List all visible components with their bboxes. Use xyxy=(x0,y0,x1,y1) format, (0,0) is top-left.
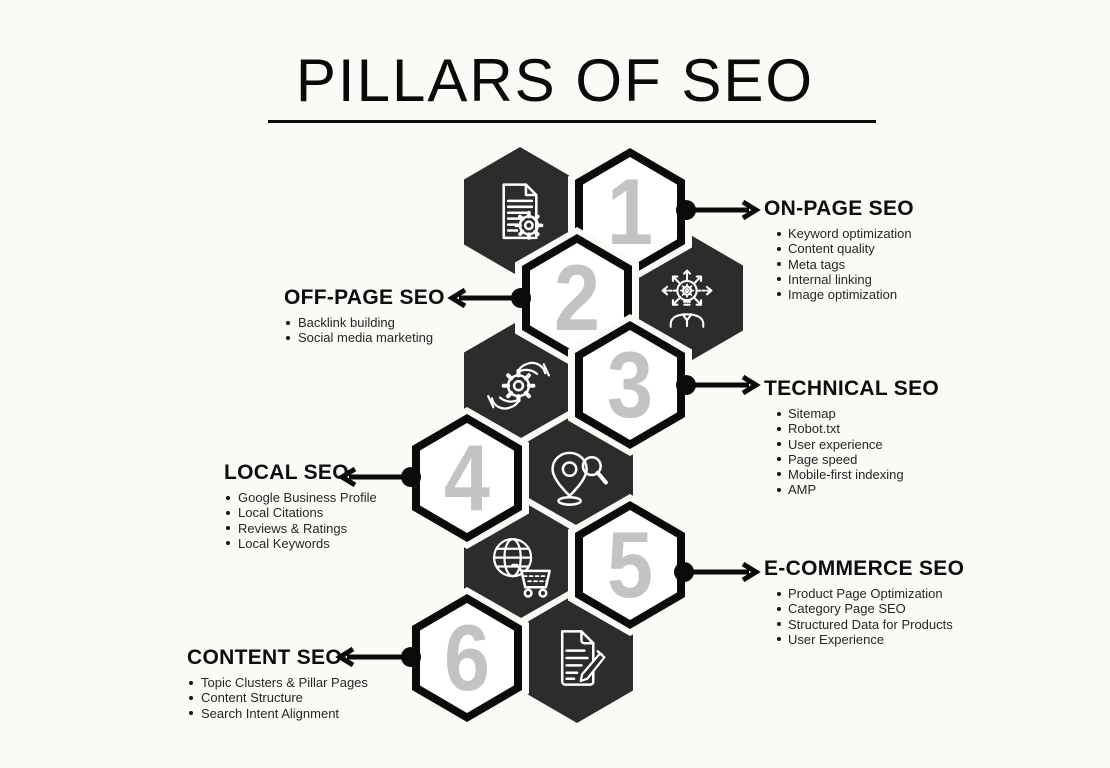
pillar-3-label: TECHNICAL SEO Sitemap Robot.txt User exp… xyxy=(764,377,939,497)
pillar-title: CONTENT SEO xyxy=(187,646,342,669)
bullet-item: User Experience xyxy=(776,632,964,647)
bullet-list: Sitemap Robot.txt User experience Page s… xyxy=(764,406,939,497)
gear-hands-icon xyxy=(487,361,550,410)
bullet-item: Backlink building xyxy=(286,315,445,330)
bullet-item: Local Citations xyxy=(226,505,377,520)
pillar-1-icon-hexagon xyxy=(457,140,583,284)
bullet-item: Search Intent Alignment xyxy=(189,706,368,721)
bullet-item: Topic Clusters & Pillar Pages xyxy=(189,675,368,691)
pillar-3-number-hexagon: 3 xyxy=(568,314,692,456)
bullet-list: Product Page Optimization Category Page … xyxy=(764,586,964,647)
pillar-4-number-hexagon: 4 xyxy=(405,407,529,549)
title-underline xyxy=(268,120,876,123)
arrowhead-icon xyxy=(447,287,467,309)
bullet-item: Robot.txt xyxy=(776,421,939,436)
bullet-list: Google Business Profile Local Citations … xyxy=(224,490,377,551)
pillar-4-label: LOCAL SEO Google Business Profile Local … xyxy=(224,461,377,551)
bullet-item: Structured Data for Products xyxy=(776,617,964,632)
pillar-number: 1 xyxy=(606,159,654,264)
bullet-item: Product Page Optimization xyxy=(776,586,964,601)
bullet-list: Keyword optimization Content quality Met… xyxy=(764,226,914,302)
bullet-item: Internal linking xyxy=(777,272,914,287)
document-gear-icon xyxy=(502,183,544,240)
bullet-item: Category Page SEO xyxy=(776,601,964,616)
pillar-title: ON-PAGE SEO xyxy=(764,197,914,220)
pillar-number: 3 xyxy=(606,332,654,437)
bullet-list: Backlink building Social media marketing xyxy=(284,315,445,345)
hexagon-face xyxy=(583,330,677,440)
pillar-title: E-COMMERCE SEO xyxy=(764,557,965,580)
pillar-6-number-hexagon: 6 xyxy=(405,587,529,729)
bullet-item: Keyword optimization xyxy=(777,226,914,241)
pillar-5-number-hexagon: 5 xyxy=(568,494,692,636)
pillar-title: OFF-PAGE SEO xyxy=(284,286,445,309)
document-edit-icon xyxy=(560,630,606,686)
arrowhead-icon xyxy=(741,199,761,221)
bullet-item: Sitemap xyxy=(776,406,939,421)
bullet-item: Page speed xyxy=(776,452,939,467)
location-search-icon xyxy=(551,451,608,506)
pillar-title: TECHNICAL SEO xyxy=(764,377,940,400)
pillar-6-label: CONTENT SEO Topic Clusters & Pillar Page… xyxy=(187,646,368,721)
bullet-item: Local Keywords xyxy=(226,536,377,551)
bullet-item: Content quality xyxy=(777,241,914,256)
bullet-item: Content Structure xyxy=(189,690,368,705)
arrowhead-icon xyxy=(741,561,761,583)
bullet-item: Meta tags xyxy=(777,257,914,272)
pillar-1-label: ON-PAGE SEO Keyword optimization Content… xyxy=(764,197,914,302)
bullet-item: Mobile-first indexing xyxy=(776,467,939,482)
bullet-item: User experience xyxy=(776,437,939,452)
pillar-2-label: OFF-PAGE SEO Backlink building Social me… xyxy=(284,286,445,346)
pillar-title: LOCAL SEO xyxy=(224,461,349,484)
pillar-number: 2 xyxy=(553,245,601,350)
bullet-item: Image optimization xyxy=(777,287,914,302)
pillar-number: 4 xyxy=(443,425,491,530)
bullet-item: Google Business Profile xyxy=(226,490,377,506)
idea-promotion-icon xyxy=(661,269,713,328)
page-title: PILLARS OF SEO xyxy=(295,47,815,114)
bullet-item: AMP xyxy=(776,482,939,497)
bullet-list: Topic Clusters & Pillar Pages Content St… xyxy=(187,675,368,721)
pillar-number: 6 xyxy=(443,605,491,710)
arrowhead-icon xyxy=(741,374,761,396)
pillar-5-label: E-COMMERCE SEO Product Page Optimization… xyxy=(764,557,964,647)
bullet-item: Reviews & Ratings xyxy=(226,521,377,536)
pillar-number: 5 xyxy=(606,512,654,617)
bullet-item: Social media marketing xyxy=(286,330,445,345)
global-cart-icon xyxy=(492,537,551,598)
